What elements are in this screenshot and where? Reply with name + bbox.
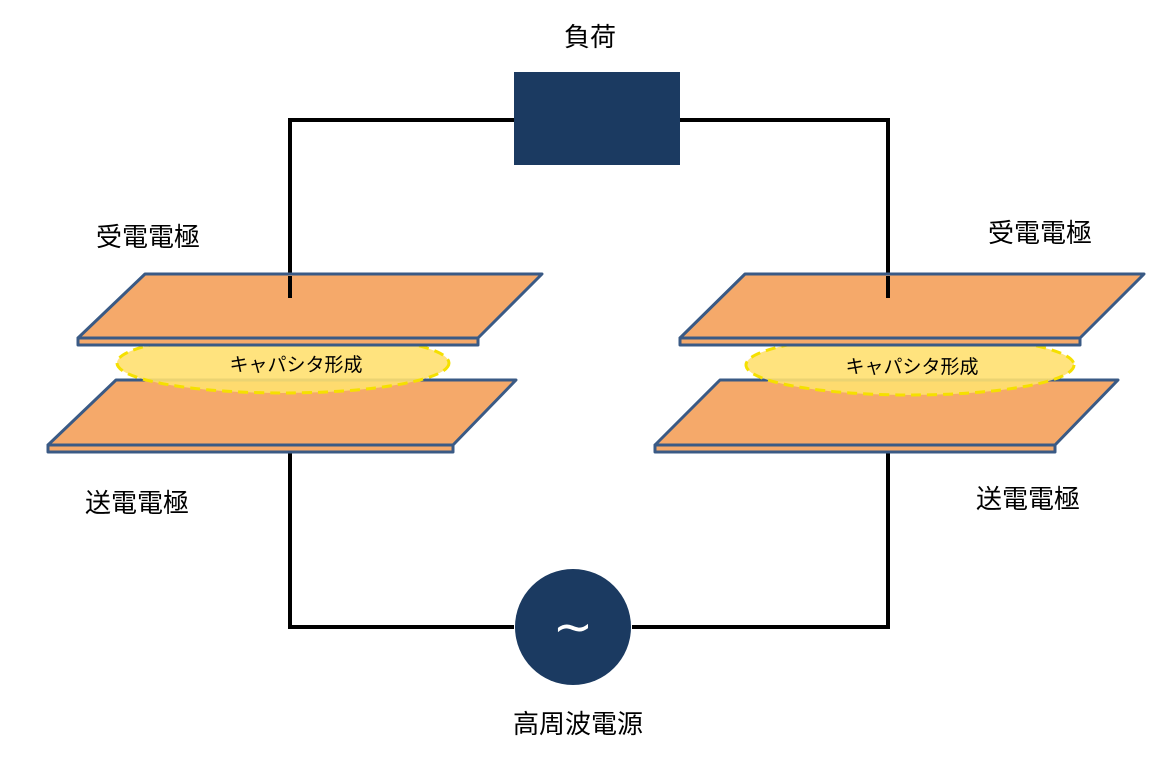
right-receiving-label: 受電電極 xyxy=(988,219,1092,249)
wire-load-right xyxy=(680,118,890,298)
wiring xyxy=(288,118,890,629)
right-receiving-plate xyxy=(678,272,1146,340)
left-transmitting-label: 送電電極 xyxy=(85,489,189,519)
load-box xyxy=(514,72,680,165)
wire-source-left xyxy=(288,452,514,629)
wire-source-right xyxy=(632,452,890,629)
left-capacitor-label: キャパシタ形成 xyxy=(229,354,362,376)
ac-source-symbol: ~ xyxy=(553,599,593,655)
ac-source-circle xyxy=(515,569,631,685)
source-label: 高周波電源 xyxy=(513,710,643,740)
right-capacitor-label: キャパシタ形成 xyxy=(845,356,978,378)
left-transmitting-plate xyxy=(46,378,518,447)
left-receiving-plate xyxy=(76,272,544,340)
left-electrode-pair: キャパシタ形成 xyxy=(46,272,544,454)
right-transmitting-label: 送電電極 xyxy=(976,485,1080,515)
right-transmitting-plate xyxy=(653,378,1120,447)
wire-load-left xyxy=(288,118,514,298)
right-electrode-pair: キャパシタ形成 xyxy=(653,272,1146,454)
left-receiving-label: 受電電極 xyxy=(96,223,200,253)
wire-stubs xyxy=(288,276,890,298)
load-label: 負荷 xyxy=(564,23,616,53)
